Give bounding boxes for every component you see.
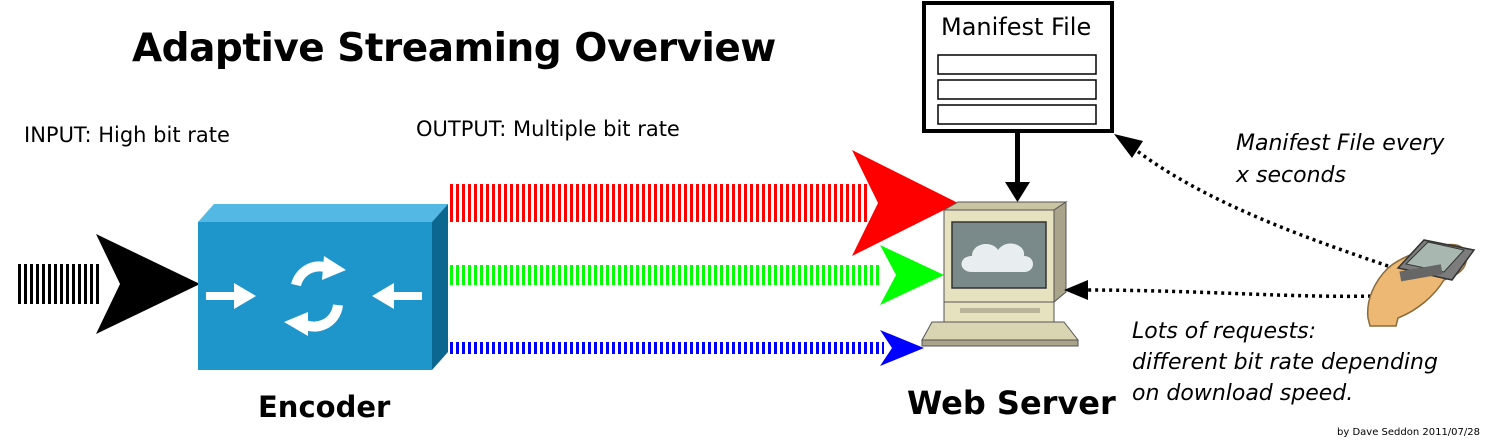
requests-note-line-2: different bit rate depending — [1132, 350, 1438, 375]
manifest-note-line-1: Manifest File every — [1236, 131, 1445, 156]
page-title: Adaptive Streaming Overview — [132, 26, 776, 71]
medium-bitrate-stream — [448, 245, 944, 305]
credit: by Dave Seddon 2011/07/28 — [1337, 427, 1480, 438]
manifest-title: Manifest File — [941, 13, 1092, 41]
manifest-request-arrow — [1114, 134, 1389, 268]
high-bitrate-stream — [448, 150, 958, 256]
encoder-label: Encoder — [258, 390, 391, 424]
web-server-label: Web Server — [907, 384, 1116, 422]
web-server-icon — [921, 201, 1080, 347]
requests-note: Lots of requests: different bit rate dep… — [1132, 316, 1438, 409]
requests-note-line-3: on download speed. — [1132, 381, 1354, 406]
input-arrow — [18, 234, 200, 334]
manifest-note: Manifest File every x seconds — [1236, 128, 1444, 192]
handheld-device-icon — [1366, 239, 1476, 327]
segment-request-arrow — [1064, 280, 1379, 300]
input-label: INPUT: High bit rate — [24, 123, 230, 147]
manifest-note-line-2: x seconds — [1236, 163, 1346, 188]
encoder-icon — [198, 204, 448, 370]
requests-note-line-1: Lots of requests: — [1132, 319, 1316, 344]
low-bitrate-stream — [448, 330, 924, 366]
manifest-to-server-arrow — [1005, 131, 1030, 202]
output-label: OUTPUT: Multiple bit rate — [416, 117, 680, 141]
